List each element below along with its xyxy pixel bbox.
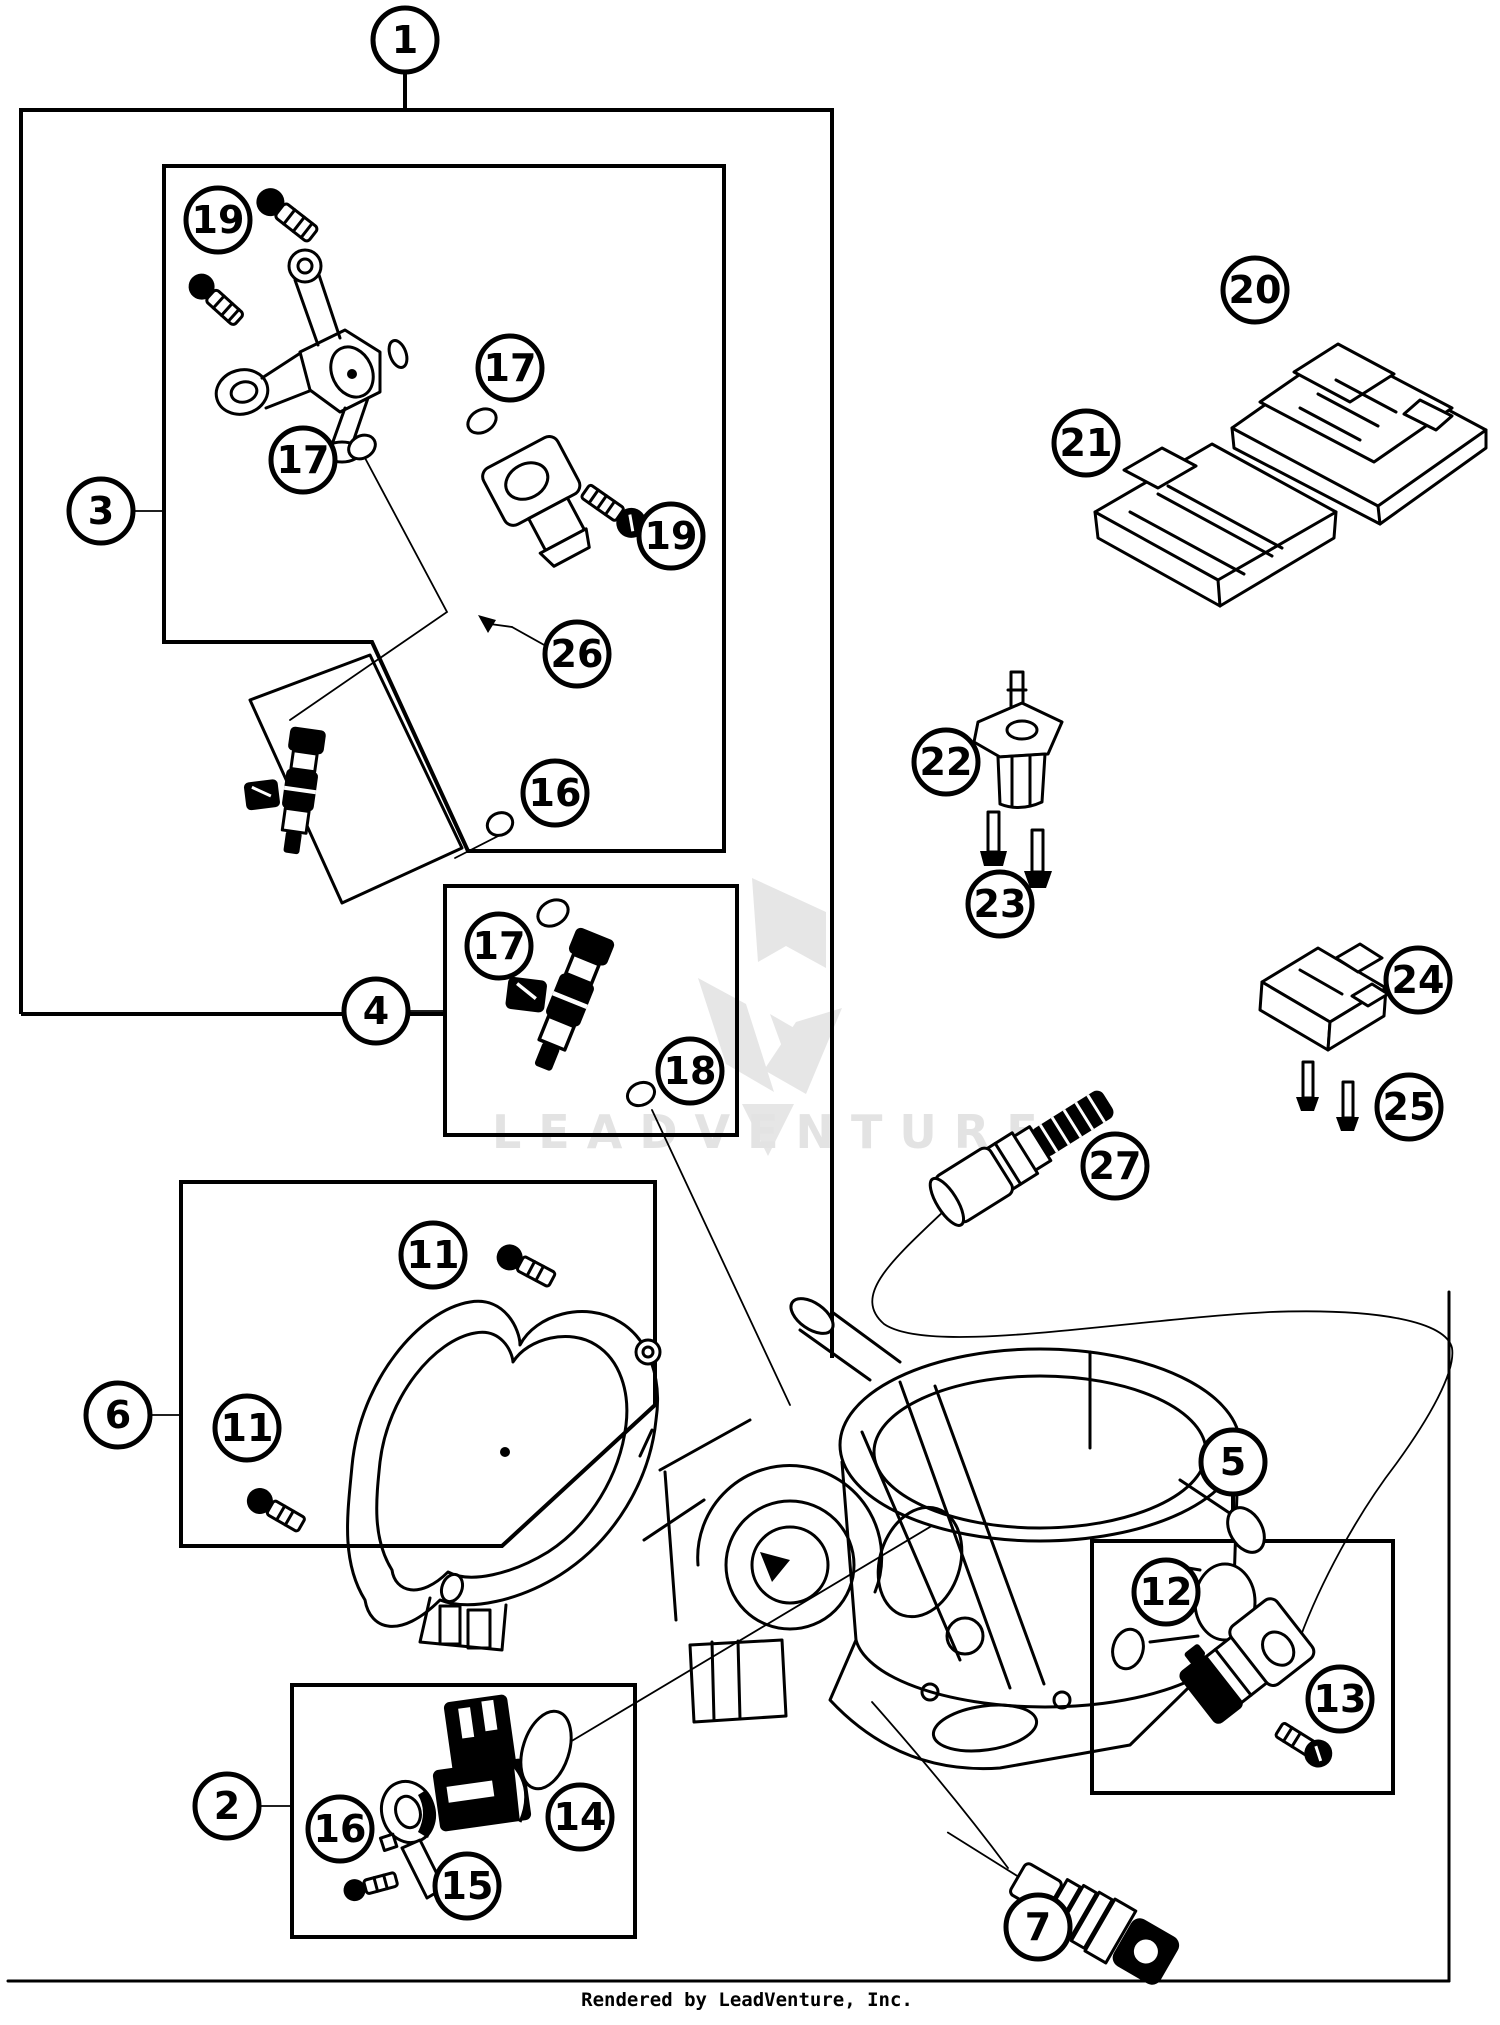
group-box-1 [19, 72, 834, 1358]
callout-7: 7 [1003, 1892, 1073, 1962]
group-box-2 [259, 1683, 637, 1939]
callout-13: 13 [1305, 1664, 1375, 1734]
part-o-ring-17-c [536, 898, 570, 928]
svg-text:7: 7 [1025, 1905, 1051, 1949]
svg-text:18: 18 [664, 1049, 717, 1093]
callout-15: 15 [432, 1851, 502, 1921]
part-o-ring-18 [625, 1080, 657, 1108]
part-fuel-injector-kit [505, 927, 615, 1071]
svg-text:14: 14 [554, 1795, 607, 1839]
callout-23: 23 [965, 869, 1035, 939]
part-fuel-injector-lower [243, 726, 326, 855]
callout-12: 12 [1131, 1557, 1201, 1627]
page-frame [6, 1290, 1451, 1983]
callout-16-a: 16 [520, 758, 590, 828]
callout-26: 26 [542, 619, 612, 689]
part-pin-26 [478, 615, 513, 633]
svg-text:3: 3 [88, 489, 114, 533]
callout-1: 1 [370, 5, 440, 75]
svg-text:25: 25 [1383, 1085, 1436, 1129]
svg-text:17: 17 [277, 438, 330, 482]
svg-text:21: 21 [1060, 421, 1113, 465]
callout-27: 27 [1080, 1131, 1150, 1201]
svg-text:19: 19 [645, 514, 698, 558]
leadventure-watermark-text: LEADVENTURE [492, 1105, 1055, 1159]
part-o-ring-16 [485, 811, 515, 837]
callouts-layer: 1319171719261641718611112161514512137202… [66, 5, 1453, 1962]
leadventure-watermark-logo-icon [698, 878, 842, 1156]
svg-text:26: 26 [551, 632, 604, 676]
svg-text:12: 12 [1140, 1570, 1193, 1614]
part-throttle-body-cover [346, 1299, 662, 1652]
part-screws-23 [980, 810, 1052, 888]
part-connector-plug [432, 1694, 532, 1832]
svg-text:6: 6 [105, 1393, 131, 1437]
part-screw-13 [1274, 1722, 1333, 1768]
svg-text:19: 19 [192, 198, 245, 242]
svg-text:5: 5 [1220, 1440, 1246, 1484]
part-pressure-regulator [214, 248, 409, 464]
part-screw-11-top [496, 1244, 557, 1288]
part-o-ring-17-b [466, 407, 498, 435]
callout-14: 14 [545, 1782, 615, 1852]
svg-text:17: 17 [484, 346, 537, 390]
part-sensor-24 [1258, 942, 1390, 1052]
svg-text:11: 11 [221, 1406, 274, 1450]
part-screw-11-left [246, 1488, 306, 1533]
callout-25: 25 [1374, 1072, 1444, 1142]
svg-text:11: 11 [407, 1233, 460, 1277]
group-box-4 [408, 884, 739, 1137]
callout-17-c: 17 [464, 911, 534, 981]
part-cable-adjuster-27 [928, 1090, 1114, 1227]
leader-lines [289, 457, 1454, 1869]
callout-5: 5 [1198, 1427, 1268, 1497]
svg-text:4: 4 [363, 989, 389, 1033]
svg-text:24: 24 [1392, 958, 1445, 1002]
callout-11-b: 11 [212, 1393, 282, 1463]
part-valve-22 [972, 670, 1064, 809]
svg-text:15: 15 [441, 1864, 494, 1908]
part-o-ring-17-a [347, 433, 377, 461]
callout-18: 18 [655, 1036, 725, 1106]
svg-text:22: 22 [920, 740, 973, 784]
part-ecu-20 [1230, 342, 1488, 526]
callout-11-a: 11 [398, 1220, 468, 1290]
svg-text:27: 27 [1089, 1144, 1142, 1188]
part-sensor-12 [1179, 1597, 1316, 1724]
svg-text:2: 2 [214, 1784, 240, 1828]
callout-19-a: 19 [183, 185, 253, 255]
callout-4: 4 [341, 976, 411, 1046]
callout-17-a: 17 [268, 425, 338, 495]
part-o-ring-12 [1111, 1627, 1145, 1671]
part-screw-19-top [256, 188, 319, 243]
svg-text:1: 1 [392, 18, 418, 62]
callout-22: 22 [911, 727, 981, 797]
part-screw-19-left [188, 273, 244, 326]
svg-text:20: 20 [1229, 268, 1282, 312]
group-box-6 [150, 1180, 657, 1548]
part-connector-21 [1093, 442, 1338, 608]
callout-24: 24 [1383, 945, 1453, 1015]
part-throttle-body [642, 1297, 1266, 1771]
svg-text:23: 23 [974, 882, 1027, 926]
part-o-ring-14 [519, 1709, 573, 1791]
callout-21: 21 [1051, 408, 1121, 478]
callout-20: 20 [1220, 255, 1290, 325]
callout-17-b: 17 [475, 333, 545, 403]
callout-16-b: 16 [305, 1794, 375, 1864]
svg-text:16: 16 [314, 1807, 367, 1851]
callout-6: 6 [83, 1380, 153, 1450]
svg-text:17: 17 [473, 924, 526, 968]
footer-credit: Rendered by LeadVenture, Inc. [581, 1989, 913, 2011]
callout-2: 2 [192, 1771, 262, 1841]
part-screws-25 [1296, 1060, 1359, 1131]
part-throttle-position-sensor [481, 434, 591, 568]
svg-text:13: 13 [1314, 1677, 1367, 1721]
svg-text:16: 16 [529, 771, 582, 815]
callout-3: 3 [66, 476, 136, 546]
callout-19-b: 19 [636, 501, 706, 571]
part-screw-16-b [343, 1871, 399, 1902]
